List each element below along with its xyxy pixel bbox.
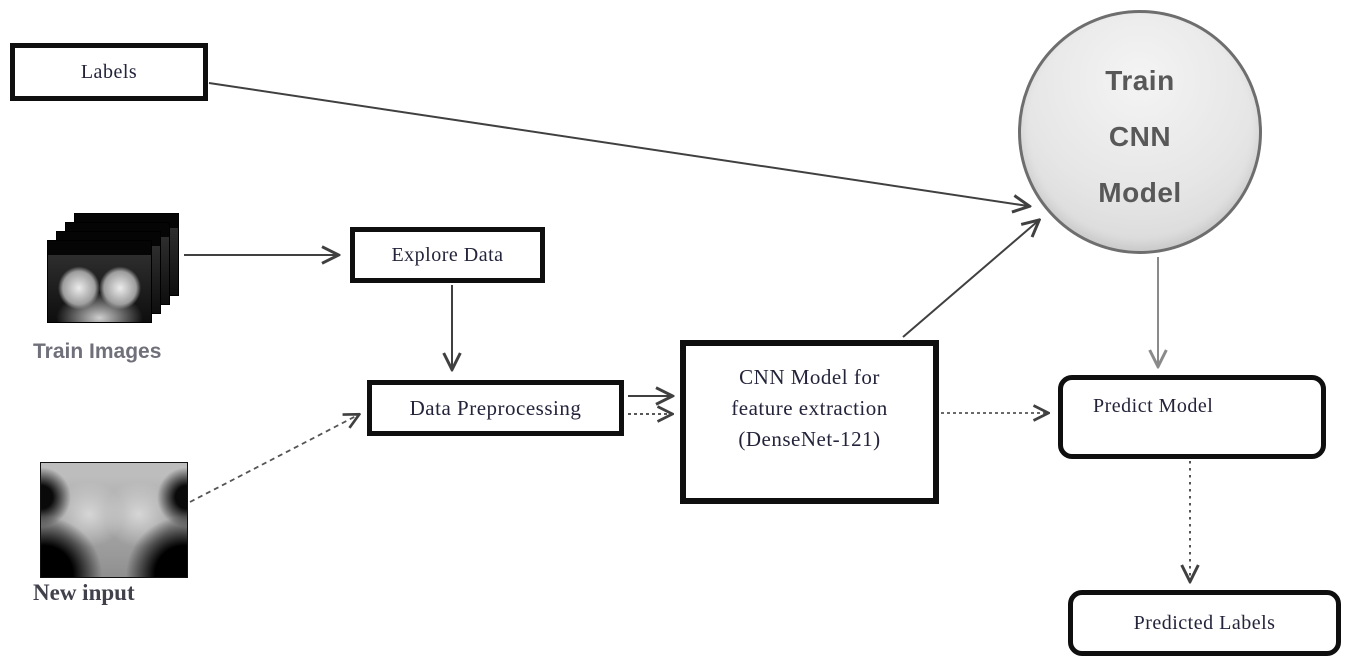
node-data-preprocessing: Data Preprocessing: [367, 380, 624, 436]
cnn-box-line2: feature extraction: [731, 396, 888, 420]
train-images-caption: Train Images: [33, 340, 162, 363]
train-images-stack: [47, 213, 179, 323]
node-labels-text: Labels: [80, 60, 138, 83]
xray-thumbnail: [47, 240, 152, 323]
new-input-xray-image: [40, 462, 188, 578]
edge-cnn-to-train-cnn: [902, 221, 1038, 338]
node-labels: Labels: [10, 43, 208, 101]
node-predict-model: Predict Model: [1058, 375, 1326, 459]
node-data-preprocessing-text: Data Preprocessing: [409, 395, 582, 420]
node-predicted-labels-text: Predicted Labels: [1133, 611, 1276, 634]
new-input-caption: New input: [33, 580, 135, 605]
node-predicted-labels: Predicted Labels: [1068, 590, 1341, 656]
node-cnn-feature-extraction: CNN Model for feature extraction (DenseN…: [680, 340, 939, 504]
node-explore-data: Explore Data: [350, 227, 545, 283]
cnn-box-line1: CNN Model for: [739, 365, 880, 389]
train-circle-line2: CNN: [1108, 121, 1172, 152]
cnn-box-line3: (DenseNet-121): [738, 427, 881, 451]
edge-labels-to-train-cnn: [208, 82, 1028, 206]
node-predict-model-text: Predict Model: [1093, 395, 1214, 417]
node-explore-data-text: Explore Data: [391, 243, 504, 266]
edge-new-input-to-preprocessing: [189, 415, 358, 503]
train-circle-line1: Train: [1105, 65, 1175, 96]
node-train-cnn-model: Train CNN Model: [1018, 10, 1262, 254]
train-circle-line3: Model: [1098, 177, 1182, 208]
